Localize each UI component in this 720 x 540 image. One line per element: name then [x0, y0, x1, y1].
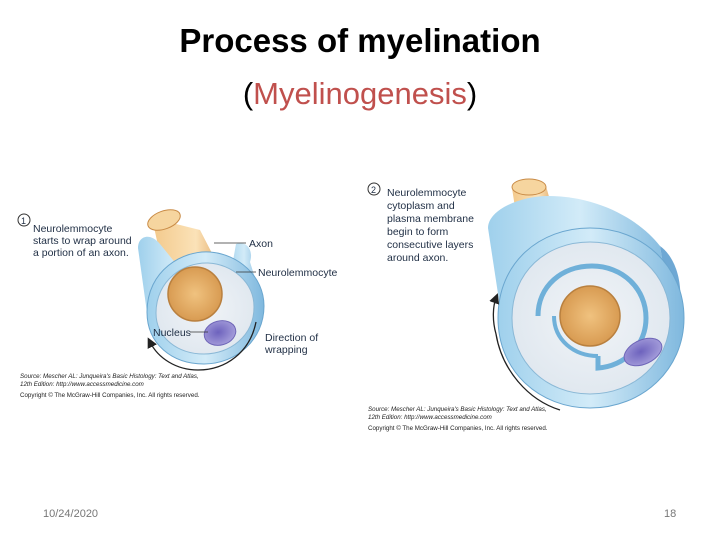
subtitle-paren-open: ( — [242, 76, 254, 111]
diagram1-caption-line-2: starts to wrap around — [33, 235, 132, 247]
diagram1-direction-label-line-1: Direction of — [265, 332, 318, 344]
diagram2-nucleus — [623, 337, 663, 367]
diagram2-caption-line-6: around axon. — [387, 252, 448, 264]
diagram2-source-line-3: Copyright © The McGraw-Hill Companies, I… — [368, 425, 548, 432]
diagram1-axon-label: Axon — [249, 238, 273, 250]
subtitle-word: Myelinogenesis — [253, 76, 467, 111]
diagram2-step-marker — [367, 182, 381, 196]
diagram1-axon-cross-section — [167, 266, 223, 322]
diagram1-direction-arrow — [147, 321, 257, 371]
diagram2-step-number: 2 — [371, 185, 376, 195]
diagram2-source-line-1: Source: Mescher AL: Junqueira's Basic Hi… — [368, 406, 547, 413]
diagram2-caption-line-4: begin to form — [387, 226, 449, 238]
diagram2-caption-line-2: cytoplasm and — [387, 200, 455, 212]
slide-page-number: 18 — [664, 508, 677, 520]
diagram1-nucleus-label: Nucleus — [153, 327, 191, 339]
diagram1-caption-line-3: a portion of an axon. — [33, 247, 129, 259]
diagram1: 1 Neurolemmocyte starts to wrap around a… — [17, 209, 338, 399]
diagram1-source-line-1: Source: Mescher AL: Junqueira's Basic Hi… — [20, 373, 199, 380]
diagram1-source-line-2: 12th Edition: http://www.accessmedicine.… — [20, 381, 144, 388]
diagram2-caption-line-5: consecutive layers — [387, 239, 473, 251]
diagram1-neurolemmocyte-label: Neurolemmocyte — [258, 267, 338, 279]
diagram2-direction-arrow — [489, 293, 561, 411]
diagram1-step-marker — [17, 213, 31, 227]
diagram1-source-line-3: Copyright © The McGraw-Hill Companies, I… — [20, 392, 200, 399]
subtitle-paren-close: ) — [466, 76, 478, 111]
slide-subtitle: (Myelinogenesis) — [0, 76, 720, 112]
diagram2-axon-cross-section — [559, 285, 621, 347]
diagram2-source-line-2: 12th Edition: http://www.accessmedicine.… — [368, 414, 492, 421]
diagram1-step-number: 1 — [21, 216, 26, 226]
diagram1-nucleus — [203, 320, 237, 346]
diagram1-direction-label-line-2: wrapping — [264, 344, 308, 356]
diagram2-caption-line-1: Neurolemmocyte — [387, 187, 467, 199]
slide-date: 10/24/2020 — [43, 508, 99, 520]
diagram1-caption-line-1: Neurolemmocyte — [33, 223, 113, 235]
diagram2: 2 Neurolemmocyte cytoplasm and plasma me… — [367, 178, 685, 432]
diagram2-caption-line-3: plasma membrane — [387, 213, 474, 225]
slide-title: Process of myelination — [179, 22, 541, 59]
